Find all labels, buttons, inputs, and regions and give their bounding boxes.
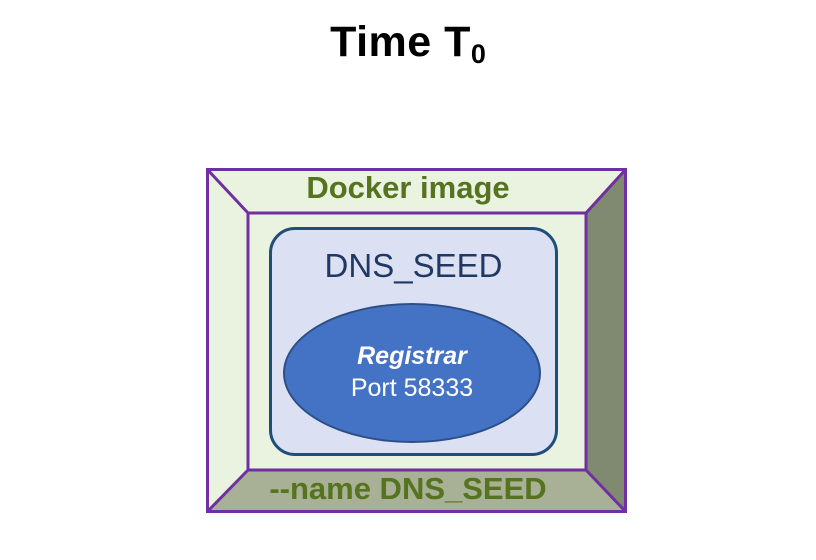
frame-face-top (206, 168, 627, 213)
frame-face-left (206, 168, 248, 513)
dns-seed-container-label: DNS_SEED (324, 247, 503, 284)
page-title: Time T0 (0, 18, 816, 68)
frame-bevel-bottom-left (206, 468, 250, 513)
frame-bevel-bottom-right (584, 468, 627, 513)
registrar-node-text: Registrar Port 58333 (283, 340, 541, 404)
registrar-node (283, 303, 541, 443)
frame-bevel-top-left (206, 168, 250, 215)
page-title-subscript: 0 (470, 39, 486, 69)
frame-bevel-top-right (584, 168, 627, 215)
docker-name-flag-label: --name DNS_SEED (269, 471, 547, 506)
frame-face-bottom (206, 470, 627, 513)
registrar-role-label: Registrar (357, 342, 467, 370)
page-title-text: Time T (330, 18, 471, 66)
frame-inner-outline (246, 211, 588, 472)
docker-image-label: Docker image (306, 170, 510, 205)
frame-face-right (586, 168, 627, 513)
registrar-port-label: Port 58333 (350, 374, 474, 402)
frame-outer-outline (206, 168, 627, 513)
